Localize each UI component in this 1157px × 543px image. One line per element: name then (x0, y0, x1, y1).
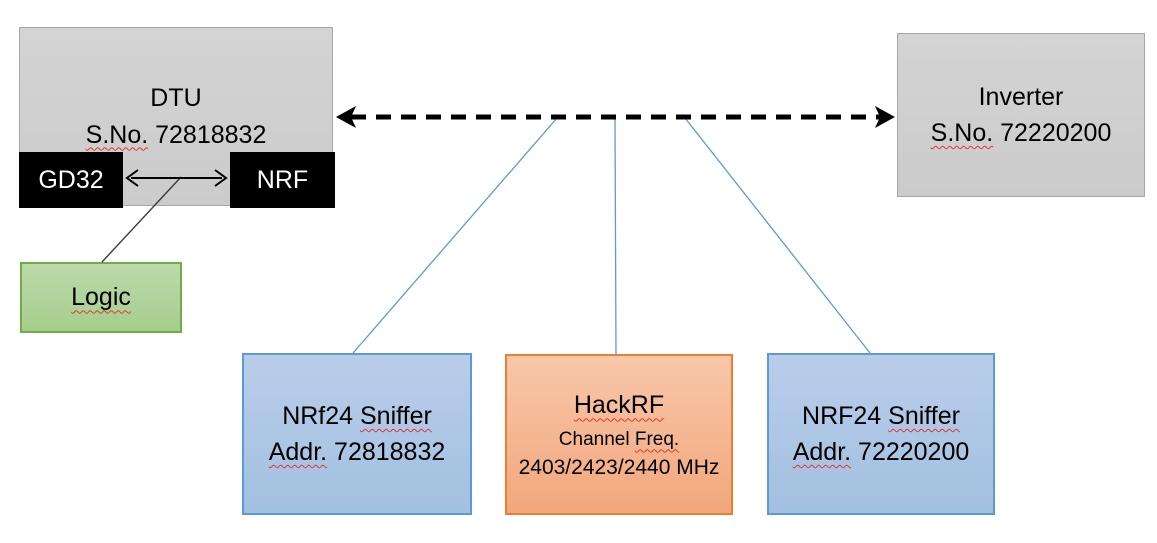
sniffer-left-name: NRf24 Sniffer (282, 401, 432, 430)
hackrf-box: HackRF Channel Freq. 2403/2423/2440 MHz (505, 354, 733, 515)
logic-box: Logic (20, 262, 182, 333)
dtu-serial-label: S.No. (85, 120, 149, 149)
dtu-serial-number: 72818832 (148, 120, 267, 149)
tap-line-hackrf (614, 117, 617, 356)
inverter-title: Inverter (978, 82, 1064, 111)
gd32-label: GD32 (38, 165, 104, 194)
sniffer-right-addr: Addr. 72220200 (792, 438, 970, 466)
hackrf-channel-line: Channel Freq. (558, 428, 680, 450)
hackrf-frequencies: 2403/2423/2440 MHz (518, 456, 720, 480)
sniffer-right-name: NRF24 Sniffer (802, 401, 960, 430)
inverter-serial-number: 72220200 (993, 119, 1112, 147)
nrf-label: NRF (256, 165, 309, 194)
nrf-chip: NRF (230, 152, 335, 208)
rf-link-arrowhead-right (875, 106, 895, 128)
rf-link-arrowhead-left (336, 106, 356, 128)
sniffer-left-box: NRf24 Sniffer Addr. 72818832 (242, 353, 472, 515)
inverter-box: Inverter S.No. 72220200 (897, 33, 1145, 197)
tap-line-sniffer-left (352, 117, 558, 354)
dtu-title: DTU (150, 84, 202, 113)
logic-label: Logic (71, 283, 131, 312)
sniffer-left-addr: Addr. 72818832 (268, 438, 446, 466)
hackrf-title: HackRF (573, 391, 665, 420)
sniffer-right-box: NRF24 Sniffer Addr. 72220200 (767, 353, 995, 515)
tap-line-sniffer-right (684, 117, 871, 354)
dtu-serial: S.No. 72818832 (86, 117, 267, 153)
gd32-chip: GD32 (19, 152, 123, 208)
inverter-serial: S.No. 72220200 (931, 115, 1112, 151)
inverter-serial-label: S.No. (930, 119, 994, 147)
